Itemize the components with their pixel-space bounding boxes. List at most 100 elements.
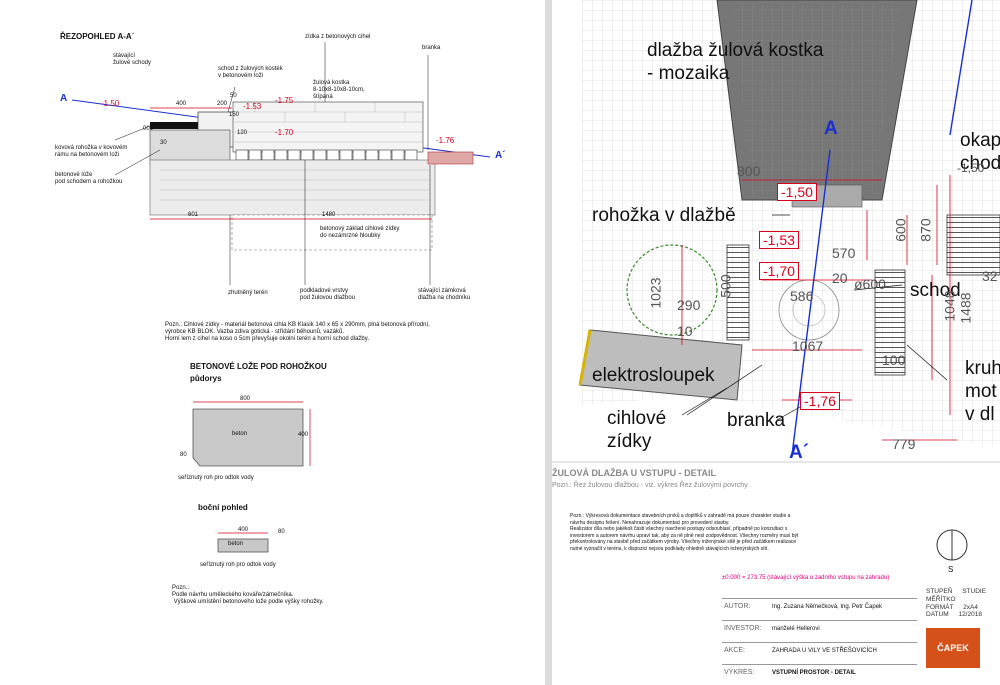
bed-side-shape [217, 538, 269, 553]
label-gate: branka [422, 45, 441, 51]
marker-a: A [824, 118, 838, 139]
step-left [726, 244, 750, 341]
investor-value: manželé Hellerovi [772, 626, 820, 632]
level-175: -1.75 [275, 96, 294, 105]
level-153: -1.53 [243, 102, 262, 111]
dim-779: 779 [892, 436, 916, 452]
row-investor: INVESTOR: manželé Hellerovi [722, 620, 917, 639]
drawing-value: VSTUPNÍ PROSTOR - DETAIL [772, 670, 856, 676]
reference-level: ±0.000 = 273.75 (stávající výška u zadní… [722, 575, 890, 581]
shrub-outline [626, 244, 718, 336]
label-mat: rohožka v dlažbě [592, 205, 736, 226]
level-170: -1.70 [275, 128, 294, 137]
dim-500: 500 [717, 274, 734, 298]
label-granite-paving: dlažba žulová kostka - mozaika [647, 40, 824, 84]
disclaimer: Pozn.: Výkresová dokumentace stavebních … [570, 513, 799, 552]
level-150b: -1,50 [957, 161, 985, 175]
plan-drawing [552, 0, 1000, 561]
stage-key-4: DATUM [926, 611, 949, 619]
dim-30: 30 [160, 140, 167, 146]
label-existing-paving: stávající zámková dlažba na chodníku [418, 288, 471, 301]
dim-120: 120 [237, 130, 248, 136]
dim-800: 800 [737, 163, 761, 179]
dim-290: 290 [677, 297, 701, 313]
label-step: schod [910, 280, 961, 301]
row-action: AKCE: ZAHRADA U VILY VE STŘEŠOVICÍCH [722, 642, 917, 661]
stage-key-2: MĚŘÍTKO [926, 595, 956, 603]
drawing-label: VÝKRES: [724, 669, 755, 676]
stage-val-3: 2xA4 [963, 603, 978, 611]
section-sheet: ŘEZOPOHLED A-A´ A A´ stávající žulové sc… [55, 32, 506, 605]
label-brick-walls: cihlové zídky [607, 408, 667, 452]
level-176: -1.76 [436, 136, 455, 145]
label-brick-wall: zídka z betonových cihel [305, 34, 371, 40]
side-dim-width: 400 [238, 527, 249, 533]
dim-601: 601 [188, 212, 199, 218]
dim-32: 32 [982, 268, 998, 284]
level-150: -1.50 [101, 99, 120, 108]
label-granite-cube: žulová kostka 8-10x8-10x8-10cm, štípaná [313, 80, 365, 100]
action-label: AKCE: [724, 647, 746, 654]
concrete-bed-shape [149, 129, 231, 166]
sheet-gap [545, 0, 552, 685]
row-author: AUTOR: Ing. Zuzana Němečková, Ing. Petr … [722, 598, 917, 617]
level-176: -1,76 [800, 392, 840, 411]
stage-val-4: 12/2018 [958, 611, 982, 619]
level-153: -1,53 [759, 231, 799, 250]
label-concrete-foundation: betonový základ cihlové zídky do nezámrz… [320, 226, 400, 239]
plan-dim-corner: 80 [180, 452, 187, 458]
company-logo: ČAPEK [926, 628, 980, 668]
section-title: ŘEZOPOHLED A-A´ [60, 32, 135, 41]
base-layers-shape [149, 159, 436, 216]
label-grate: kovová rohožka v kovovém rámu na betonov… [55, 145, 128, 158]
dim-001: 001 [143, 126, 154, 132]
marker-a: A [60, 93, 68, 104]
drawing-title: ŽULOVÁ DLAŽBA U VSTUPU - DETAIL [552, 468, 716, 478]
stage-key-3: FORMÁT [926, 603, 954, 611]
dim-570: 570 [832, 245, 856, 261]
investor-label: INVESTOR: [724, 625, 762, 632]
dim-1023: 1023 [647, 277, 664, 309]
level-170: -1,70 [759, 262, 799, 281]
marker-a-prime: A´ [495, 150, 506, 161]
bed-title: BETONOVÉ LOŽE POD ROHOŽKOU [190, 362, 327, 371]
author-value: Ing. Zuzana Němečková, Ing. Petr Čapek [772, 604, 883, 610]
label-gate: branka [727, 410, 786, 431]
drawing-subtitle: Pozn.: Řez žulovou dlažbou - viz. výkres… [552, 482, 750, 489]
label-concrete-bed: betonové lože pod schodem a rohožkou [55, 172, 123, 185]
dim-586: 586 [790, 288, 814, 304]
label-stair-step: schod z žulových kostek v betonovém loži [218, 66, 283, 79]
marker-a-prime: A´ [789, 442, 810, 463]
label-compacted-soil: zhutněný terén [228, 290, 268, 296]
dim-1488: 1488 [957, 292, 974, 324]
label-base-layers: podkladové vrstvy pod žulovou dlažbou [300, 288, 356, 301]
dim-400: 400 [176, 101, 187, 107]
plan-dim-width: 800 [240, 396, 251, 402]
label-okap: okap chod [960, 130, 1000, 174]
north-label: S [948, 565, 954, 574]
existing-paving-shape [427, 151, 474, 165]
stage-table: STUPEŇ STUDIE MĚŘÍTKO FORMÁT 2xA4 DATUM … [926, 588, 986, 619]
section-note: Pozn.: Cihlové zídky - materiál betonová… [165, 322, 430, 342]
dim-150: 150 [229, 112, 240, 118]
footer-note: Pozn.: Podle návrhu uměleckého kováře/zá… [172, 585, 324, 605]
dim-50: 50 [230, 93, 237, 99]
label-existing-stairs: stávající žulové schody [113, 53, 152, 66]
plan-view-label: půdorys [190, 374, 222, 383]
dim-1048: 1048 [941, 290, 958, 322]
dim-600b: ø600 [854, 276, 886, 292]
plan-sheet: dlažba žulová kostka - mozaika rohožka v… [552, 0, 1000, 685]
dim-100: 100 [882, 352, 906, 368]
label-kruh: kruh mot v dl [965, 358, 1000, 425]
stage-val-1: STUDIE [962, 588, 987, 595]
plan-dim-height: 400 [298, 432, 309, 438]
author-label: AUTOR: [724, 603, 751, 610]
level-150: -1,50 [777, 183, 817, 202]
row-drawing: VÝKRES: VSTUPNÍ PROSTOR - DETAIL [722, 664, 917, 683]
dim-20: 20 [832, 270, 848, 286]
bed-plan-shape [192, 408, 304, 467]
dim-10: 10 [677, 323, 693, 339]
label-electro-post: elektrosloupek [592, 365, 715, 386]
dim-600: 600 [892, 218, 909, 242]
plan-beton-label: beton [232, 431, 248, 437]
